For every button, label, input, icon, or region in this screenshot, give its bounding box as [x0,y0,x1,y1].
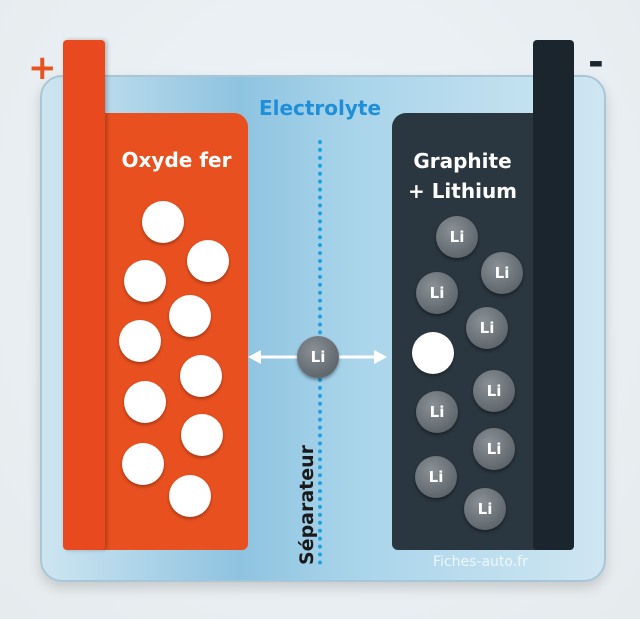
arrow-left-icon [248,350,261,364]
anode-label-line1: Graphite [413,149,512,173]
lithium-ion: Li [473,370,515,412]
vacancy-site [124,381,166,423]
anode-label: Graphite + Lithium [392,146,533,206]
vacancy-site [169,295,211,337]
lithium-ion-moving: Li [297,336,339,378]
positive-terminal-sign: + [28,48,57,88]
separator-label: Séparateur [296,444,318,565]
electrolyte-label: Electrolyte [258,96,382,120]
lithium-ion: Li [464,488,506,530]
cathode-label: Oxyde fer [121,148,232,172]
arrow-right-icon [374,350,387,364]
anode-label-line2: + Lithium [407,179,518,203]
vacancy-site [119,320,161,362]
anode-terminal [533,40,574,550]
vacancy-site [142,201,184,243]
vacancy-site [180,355,222,397]
vacancy-site [169,475,211,517]
vacancy-site [124,260,166,302]
lithium-ion: Li [473,428,515,470]
lithium-ion: Li [436,216,478,258]
negative-terminal-sign: - [588,40,604,84]
vacancy-site [122,443,164,485]
lithium-ion: Li [415,456,457,498]
lithium-ion: Li [416,391,458,433]
watermark: Fiches-auto.fr [433,554,528,570]
vacancy-site [412,332,454,374]
cathode-terminal [63,40,105,550]
lithium-ion: Li [481,252,523,294]
vacancy-site [187,240,229,282]
vacancy-site [181,414,223,456]
lithium-ion: Li [466,307,508,349]
lithium-ion: Li [416,272,458,314]
